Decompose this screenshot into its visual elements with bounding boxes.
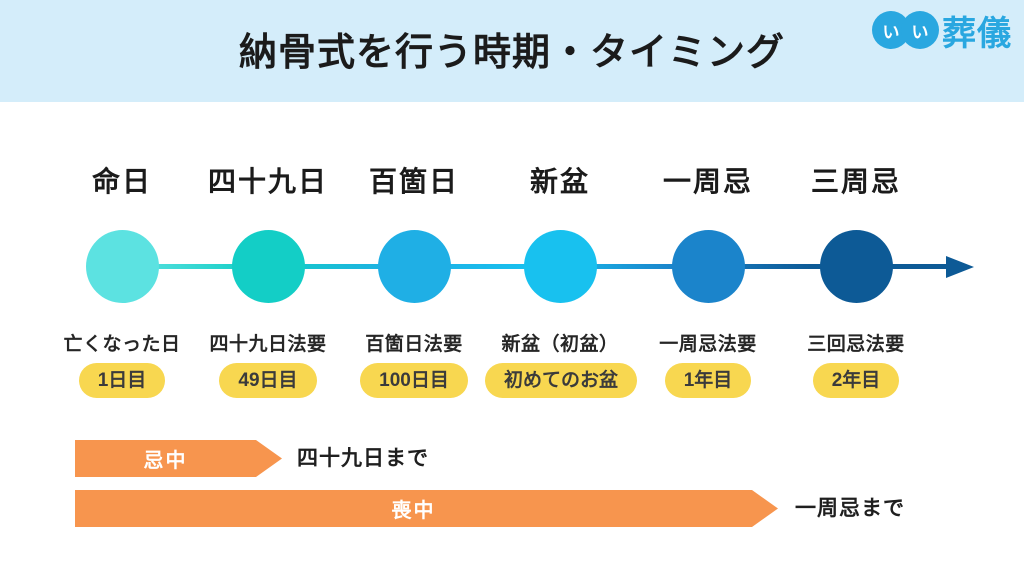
timeline-arrowhead-icon — [946, 256, 974, 278]
milestone-day-badge: 1年目 — [664, 363, 752, 398]
milestone-circle-icon — [231, 230, 305, 303]
milestone-circle-icon — [85, 230, 159, 303]
milestone-1st-anniversary: 一周忌 一周忌法要 1年目 — [633, 162, 783, 398]
milestone-description: 新盆（初盆） — [501, 334, 619, 355]
milestone-day-badge: 100日目 — [360, 363, 468, 398]
milestone-title: 新盆 — [529, 166, 590, 197]
milestone-day-badge: 1日目 — [78, 363, 166, 398]
milestone-circle-icon — [671, 230, 745, 303]
mochu-period-note: 一周忌まで — [795, 497, 905, 520]
kichu-period-note: 四十九日まで — [297, 447, 429, 470]
milestone-day-badge: 49日目 — [219, 363, 317, 398]
milestone-title: 四十九日 — [207, 166, 328, 197]
brand-logo: い い 葬儀 — [872, 9, 1012, 53]
logo-circle-icon: い — [901, 11, 939, 49]
milestone-meinichi: 命日 亡くなった日 1日目 — [47, 162, 197, 398]
milestone-day-badge: 2年目 — [812, 363, 900, 398]
milestone-circle-icon — [819, 230, 893, 303]
milestone-title: 命日 — [91, 166, 152, 197]
milestone-day-badge: 初めてのお盆 — [485, 363, 638, 398]
milestone-49th-day: 四十九日 四十九日法要 49日目 — [193, 162, 343, 398]
mochu-period-label: 喪中 — [391, 500, 436, 522]
kichu-period-bar: 忌中 — [75, 440, 282, 477]
milestone-circle-icon — [523, 230, 597, 303]
milestone-title: 一周忌 — [662, 166, 753, 197]
milestone-title: 百箇日 — [368, 166, 459, 197]
milestone-title: 三周忌 — [810, 166, 901, 197]
kichu-period-label: 忌中 — [143, 450, 188, 472]
milestone-circle-icon — [377, 230, 451, 303]
header-band: 納骨式を行う時期・タイミング い い 葬儀 — [0, 0, 1024, 102]
milestone-100th-day: 百箇日 百箇日法要 100日目 — [339, 162, 489, 398]
logo-brand-text: 葬儀 — [942, 14, 1012, 53]
milestone-description: 亡くなった日 — [63, 334, 181, 355]
milestone-3rd-anniversary: 三周忌 三回忌法要 2年目 — [781, 162, 931, 398]
milestone-description: 百箇日法要 — [365, 334, 463, 355]
milestone-niibon: 新盆 新盆（初盆） 初めてのお盆 — [485, 162, 638, 398]
mochu-period-bar: 喪中 — [75, 490, 778, 527]
milestone-description: 三回忌法要 — [807, 334, 905, 355]
milestone-description: 一周忌法要 — [659, 334, 757, 355]
page-title: 納骨式を行う時期・タイミング — [238, 32, 785, 74]
milestone-description: 四十九日法要 — [209, 334, 327, 355]
